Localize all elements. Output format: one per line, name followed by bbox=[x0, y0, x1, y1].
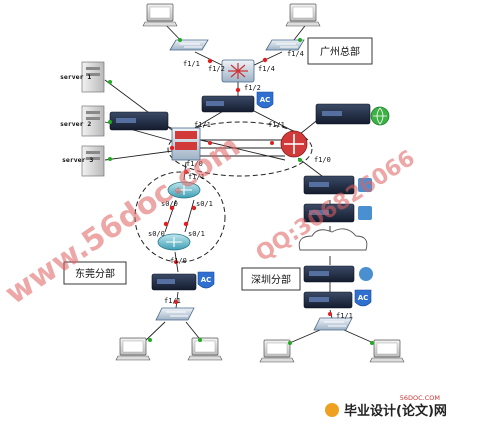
ac-badge: AC bbox=[256, 91, 274, 109]
server-3-label: server 3 bbox=[62, 156, 93, 164]
core-switch-right bbox=[280, 130, 308, 158]
link-dg-sw bbox=[175, 291, 179, 309]
globe-icon bbox=[358, 178, 372, 192]
server-1-label: server 1 bbox=[60, 73, 91, 81]
switch-gz-right bbox=[265, 39, 305, 51]
ac-badge-label: AC bbox=[260, 96, 271, 104]
footer-logo: 56DOC.COM 毕业设计(论文)网 bbox=[325, 394, 447, 419]
laptop-gz-right bbox=[285, 3, 321, 27]
site-label-guangzhou: 广州总部 bbox=[307, 37, 373, 65]
link-gz-right-core bbox=[251, 109, 296, 133]
router-wan-2 bbox=[157, 233, 191, 251]
link-dg-pc-left bbox=[142, 321, 166, 344]
port-label: f1/1 bbox=[164, 297, 181, 305]
switch-icon bbox=[155, 307, 195, 321]
link-r1-r2-a bbox=[164, 199, 177, 233]
switch-dg bbox=[155, 307, 195, 321]
port-label: f1/0 bbox=[186, 160, 203, 168]
links bbox=[104, 21, 379, 346]
site-label-dongguan: 东莞分部 bbox=[63, 261, 127, 285]
port-labels: f1/1 f1/4 f1/2 f1/4 f1/2 f1/1 f1/1 f1/0 … bbox=[148, 50, 353, 320]
cloud-icon bbox=[298, 228, 368, 251]
globe-icon bbox=[359, 267, 373, 281]
port-label: s0/0 bbox=[161, 200, 178, 208]
laptop-dg-left bbox=[115, 337, 151, 361]
logo-badge-icon bbox=[325, 403, 339, 417]
ac-badge-label: AC bbox=[358, 294, 369, 302]
port-label: f1/0 bbox=[170, 257, 187, 265]
footer-site-text: 56DOC.COM bbox=[400, 394, 440, 402]
ac-badge: AC bbox=[354, 289, 372, 307]
site-label-shenzhen: 深圳分部 bbox=[241, 267, 301, 291]
link-server3 bbox=[104, 149, 181, 161]
port-label: s0/1 bbox=[188, 230, 205, 238]
rack-server-right-2 bbox=[303, 175, 372, 195]
laptop-sz-left bbox=[259, 339, 295, 363]
rack-server-sz-1 bbox=[303, 265, 373, 283]
server-appliance-icon bbox=[201, 95, 255, 113]
footer-brand-text: 毕业设计(论文)网 bbox=[344, 403, 447, 419]
site-label-dongguan-text: 东莞分部 bbox=[75, 267, 115, 280]
gateway-sz: AC bbox=[303, 289, 372, 309]
laptop-sz-right bbox=[369, 339, 405, 363]
gateway-gz: AC bbox=[201, 91, 274, 113]
server-appliance-icon bbox=[315, 103, 371, 125]
server-tower-3 bbox=[81, 145, 105, 177]
port-label: f1/1 bbox=[336, 312, 353, 320]
link-r1-r2-b bbox=[184, 199, 195, 233]
port-label: f1/0 bbox=[314, 156, 331, 164]
rack-server-right bbox=[315, 103, 390, 126]
site-label-shenzhen-text: 深圳分部 bbox=[251, 273, 291, 286]
laptop-dg-right bbox=[187, 337, 223, 361]
ac-badge: AC bbox=[197, 271, 215, 289]
switch-gz-left bbox=[169, 39, 209, 51]
switch-icon bbox=[265, 39, 305, 51]
port-label: f1/1 bbox=[268, 121, 285, 129]
gateway-dg: AC bbox=[151, 271, 215, 291]
router-wan-1 bbox=[167, 181, 201, 199]
port-label: s0/0 bbox=[148, 230, 165, 238]
port-label: s0/1 bbox=[196, 200, 213, 208]
port-label: f1/2 bbox=[208, 65, 225, 73]
port-label: f1/1 bbox=[194, 121, 211, 129]
port-label: f1/4 bbox=[287, 50, 304, 58]
wan-area-ellipse bbox=[134, 171, 226, 263]
internet-cloud bbox=[298, 228, 368, 251]
server-tower-2 bbox=[81, 105, 105, 137]
rack-server-left bbox=[109, 111, 169, 131]
laptop-gz-left bbox=[142, 3, 178, 27]
port-label: f1/2 bbox=[244, 84, 261, 92]
switch-sz bbox=[313, 317, 353, 331]
port-label: f1/4 bbox=[258, 65, 275, 73]
ac-badge-label: AC bbox=[201, 276, 212, 284]
port-label: f1/1 bbox=[188, 173, 205, 181]
core-switch-gz bbox=[221, 59, 255, 83]
rack-server-right-3 bbox=[303, 203, 372, 223]
server-2-label: server 2 bbox=[60, 120, 91, 128]
port-label: f1/1 bbox=[183, 60, 200, 68]
core-switch-left bbox=[171, 127, 201, 161]
globe-icon bbox=[358, 206, 372, 220]
site-label-guangzhou-text: 广州总部 bbox=[320, 45, 360, 58]
link-core-mesh-4 bbox=[191, 137, 286, 161]
core-area-ellipse bbox=[167, 121, 313, 177]
link-status-dots bbox=[108, 38, 374, 345]
server-tower-1 bbox=[81, 61, 105, 93]
switch-icon bbox=[313, 317, 353, 331]
switch-icon bbox=[169, 39, 209, 51]
